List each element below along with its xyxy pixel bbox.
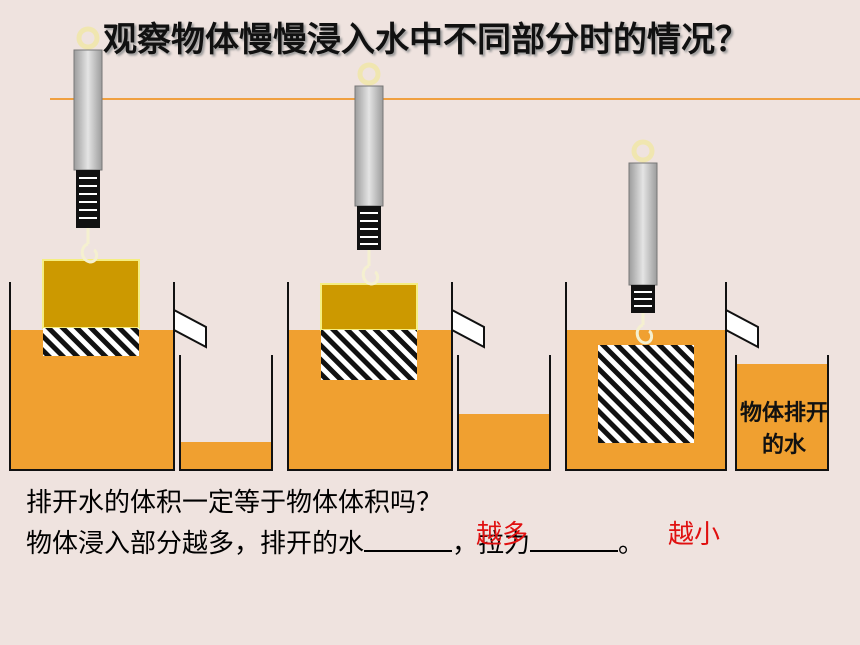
scale-3-hook <box>635 313 654 345</box>
answer-displaced: 越多 <box>476 520 529 550</box>
spout-3 <box>725 308 759 349</box>
question-text: 排开水的体积一定等于物体体积吗？ <box>26 488 443 518</box>
answer-force: 越小 <box>668 520 721 550</box>
scale-2-hook <box>361 250 380 286</box>
sentence-part-2: ，拉力 <box>452 529 531 559</box>
catch-beaker-1-water <box>180 442 272 470</box>
scale-1-ring <box>76 26 100 50</box>
beaker-3 <box>565 282 727 471</box>
scale-3-ring <box>631 139 655 163</box>
setup-2 <box>287 62 551 471</box>
beaker-1 <box>9 282 175 471</box>
block-2-above-water <box>320 283 418 331</box>
sentence-part-3: 。 <box>618 529 645 559</box>
catch-beaker-3 <box>735 355 829 471</box>
block-3-submerged <box>598 345 694 443</box>
blank-displaced <box>364 530 453 552</box>
beaker-2 <box>287 282 453 471</box>
spout-1 <box>173 308 207 349</box>
sentence-part-1: 物体浸入部分越多，排开的水 <box>26 529 365 559</box>
setup-1 <box>9 26 273 471</box>
scale-1-body <box>73 49 103 171</box>
catch-beaker-3-water <box>736 364 828 470</box>
block-2-submerged <box>321 330 417 380</box>
overflow-water-label: 物体排开的水 <box>739 401 828 458</box>
scale-2-body <box>354 85 384 207</box>
blank-force <box>530 530 619 552</box>
conclusion-sentence: 物体浸入部分越多，排开的水 ，拉力 。 <box>26 523 644 560</box>
scale-1-hook <box>80 228 99 264</box>
block-1-submerged <box>43 328 139 356</box>
scale-2-ring <box>357 62 381 86</box>
catch-beaker-2 <box>457 355 551 471</box>
setup-3 <box>565 139 829 471</box>
block-1-above-water <box>42 259 140 329</box>
spout-2 <box>451 308 485 349</box>
catch-beaker-1 <box>179 355 273 471</box>
catch-beaker-2-water <box>458 414 550 470</box>
scale-3-body <box>628 162 658 286</box>
page-title: 观察物体慢慢浸入水中不同部分时的情况？ <box>103 20 749 60</box>
